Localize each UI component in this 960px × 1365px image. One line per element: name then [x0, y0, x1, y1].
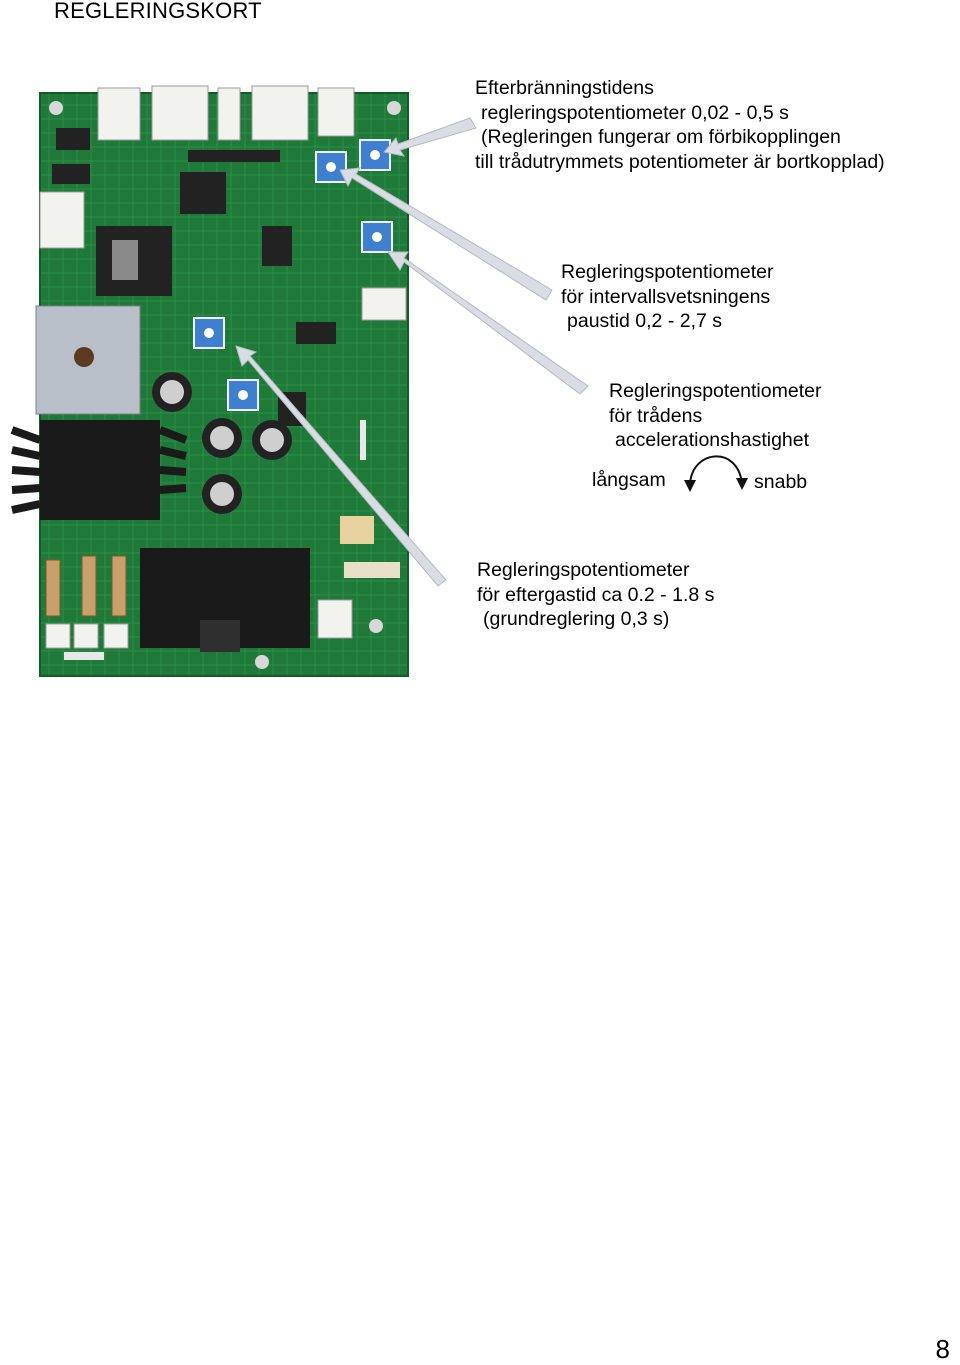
direction-indicator: [684, 455, 748, 492]
ics: [52, 128, 374, 544]
heatsinks: [10, 420, 310, 652]
callout-line: för eftergastid ca 0.2 - 1.8 s: [477, 583, 715, 606]
callout-afterburn-potentiometer: Efterbränningstidens regleringspotentiom…: [475, 76, 885, 174]
callout-interval-potentiometer: Regleringspotentiometer för intervallsve…: [561, 260, 773, 334]
callout-line: Regleringspotentiometer: [477, 559, 690, 581]
slow-label: långsam: [592, 469, 666, 491]
callout-line: till trådutrymmets potentiometer är bort…: [475, 150, 885, 173]
callout-line: Regleringspotentiometer: [561, 261, 774, 283]
control-board-illustration: [10, 85, 748, 677]
callout-line: för intervallsvetsningens: [561, 285, 771, 308]
arrow-acceleration: [235, 345, 447, 587]
callout-line: paustid 0,2 - 2,7 s: [567, 310, 723, 332]
callout-acceleration-potentiometer: Regleringspotentiometer för trådens acce…: [609, 379, 821, 453]
callout-arrows: [235, 117, 589, 587]
arrow-afterburn: [383, 117, 477, 157]
page-number: 8: [935, 1334, 950, 1364]
fast-label: snabb: [754, 471, 808, 493]
callout-line: (Regleringen fungerar om förbikopplingen: [481, 126, 841, 148]
page-heading: REGLERINGSKORT: [54, 0, 262, 23]
callout-line: för trådens: [609, 404, 703, 427]
arrow-afterburn-2: [339, 167, 553, 301]
pot-postgas: [227, 379, 259, 411]
top-connectors: [39, 85, 407, 639]
potentiometers: [193, 139, 393, 411]
callout-line: Regleringspotentiometer: [609, 380, 822, 402]
callout-line: regleringspotentiometer 0,02 - 0,5 s: [481, 101, 789, 124]
capacitors: [152, 372, 292, 514]
arrow-interval: [387, 251, 589, 395]
resistors: [45, 555, 127, 617]
callout-line: Efterbränningstidens: [475, 77, 654, 99]
callout-postgas-potentiometer: Regleringspotentiometer för eftergastid …: [477, 558, 714, 632]
callout-line: (grundreglering 0,3 s): [483, 608, 670, 630]
callout-line: accelerationshastighet: [615, 429, 810, 451]
